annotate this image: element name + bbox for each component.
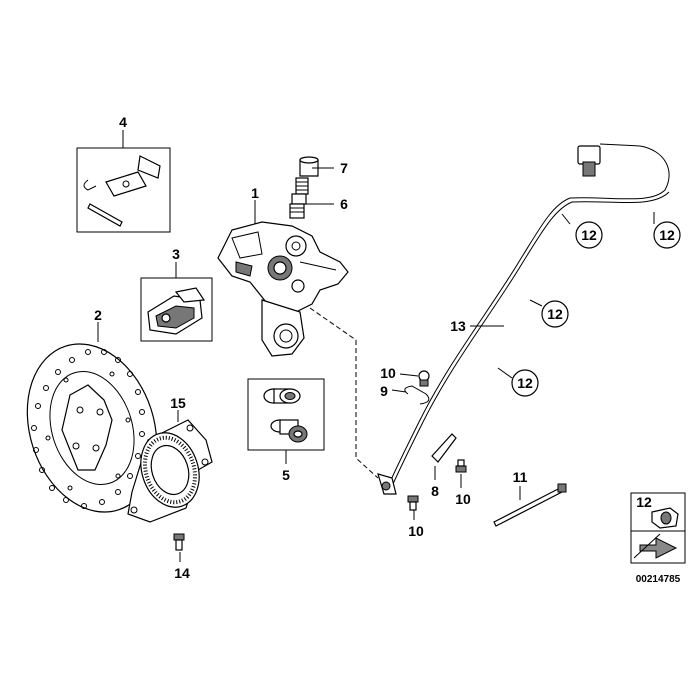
legend-box: 12: [630, 492, 686, 564]
brake-disc[interactable]: [6, 327, 177, 529]
circled-callout-12-a: 12: [575, 221, 603, 249]
clip-screw[interactable]: [418, 370, 430, 387]
brake-pads[interactable]: [147, 287, 206, 335]
svg-text:12: 12: [517, 375, 533, 391]
legend-label: 12: [636, 494, 652, 510]
arrow-icon: [633, 533, 678, 559]
abs-sensor-ring[interactable]: [127, 419, 213, 523]
svg-text:12: 12: [659, 227, 675, 243]
circled-callout-12-d: 12: [511, 369, 539, 397]
disc-holes: [31, 349, 145, 509]
callout-2: 2: [94, 307, 102, 323]
callout-10-bracket: 10: [455, 491, 471, 507]
cable-clip[interactable]: [404, 385, 430, 405]
circled-callout-12-c: 12: [541, 300, 569, 328]
callout-7: 7: [340, 160, 348, 176]
callout-9: 9: [380, 383, 388, 399]
assembly-line: [309, 307, 379, 479]
callout-6: 6: [340, 196, 348, 212]
leader-lines: [97, 130, 655, 562]
callout-8: 8: [431, 483, 439, 499]
sensor-screw[interactable]: [407, 495, 419, 511]
svg-text:12: 12: [547, 306, 563, 322]
callout-5: 5: [282, 467, 290, 483]
pad-fitting-kit[interactable]: [83, 155, 161, 227]
circled-callout-12-b: 12: [653, 221, 681, 249]
callout-13: 13: [450, 318, 466, 334]
callout-14: 14: [174, 565, 190, 581]
grommet-icon: [651, 507, 679, 529]
caliper-pistons[interactable]: [263, 388, 308, 443]
bracket-screw[interactable]: [455, 459, 467, 473]
svg-text:12: 12: [581, 227, 597, 243]
callout-10-sensor: 10: [408, 523, 424, 539]
callout-1: 1: [251, 185, 259, 201]
cable-tie[interactable]: [493, 483, 567, 527]
callout-4: 4: [119, 114, 127, 130]
drawing-number: 00214785: [636, 574, 681, 585]
callout-10-clip: 10: [380, 365, 396, 381]
bleed-valve[interactable]: [289, 177, 309, 219]
cable-bracket[interactable]: [431, 433, 457, 463]
bleed-valve-cap[interactable]: [299, 156, 319, 177]
sensor-cable[interactable]: [377, 143, 670, 495]
brake-caliper[interactable]: [217, 221, 349, 357]
callout-11: 11: [513, 469, 528, 485]
callout-3: 3: [172, 246, 180, 262]
disc-bolt[interactable]: [173, 533, 185, 551]
callout-15: 15: [170, 395, 186, 411]
